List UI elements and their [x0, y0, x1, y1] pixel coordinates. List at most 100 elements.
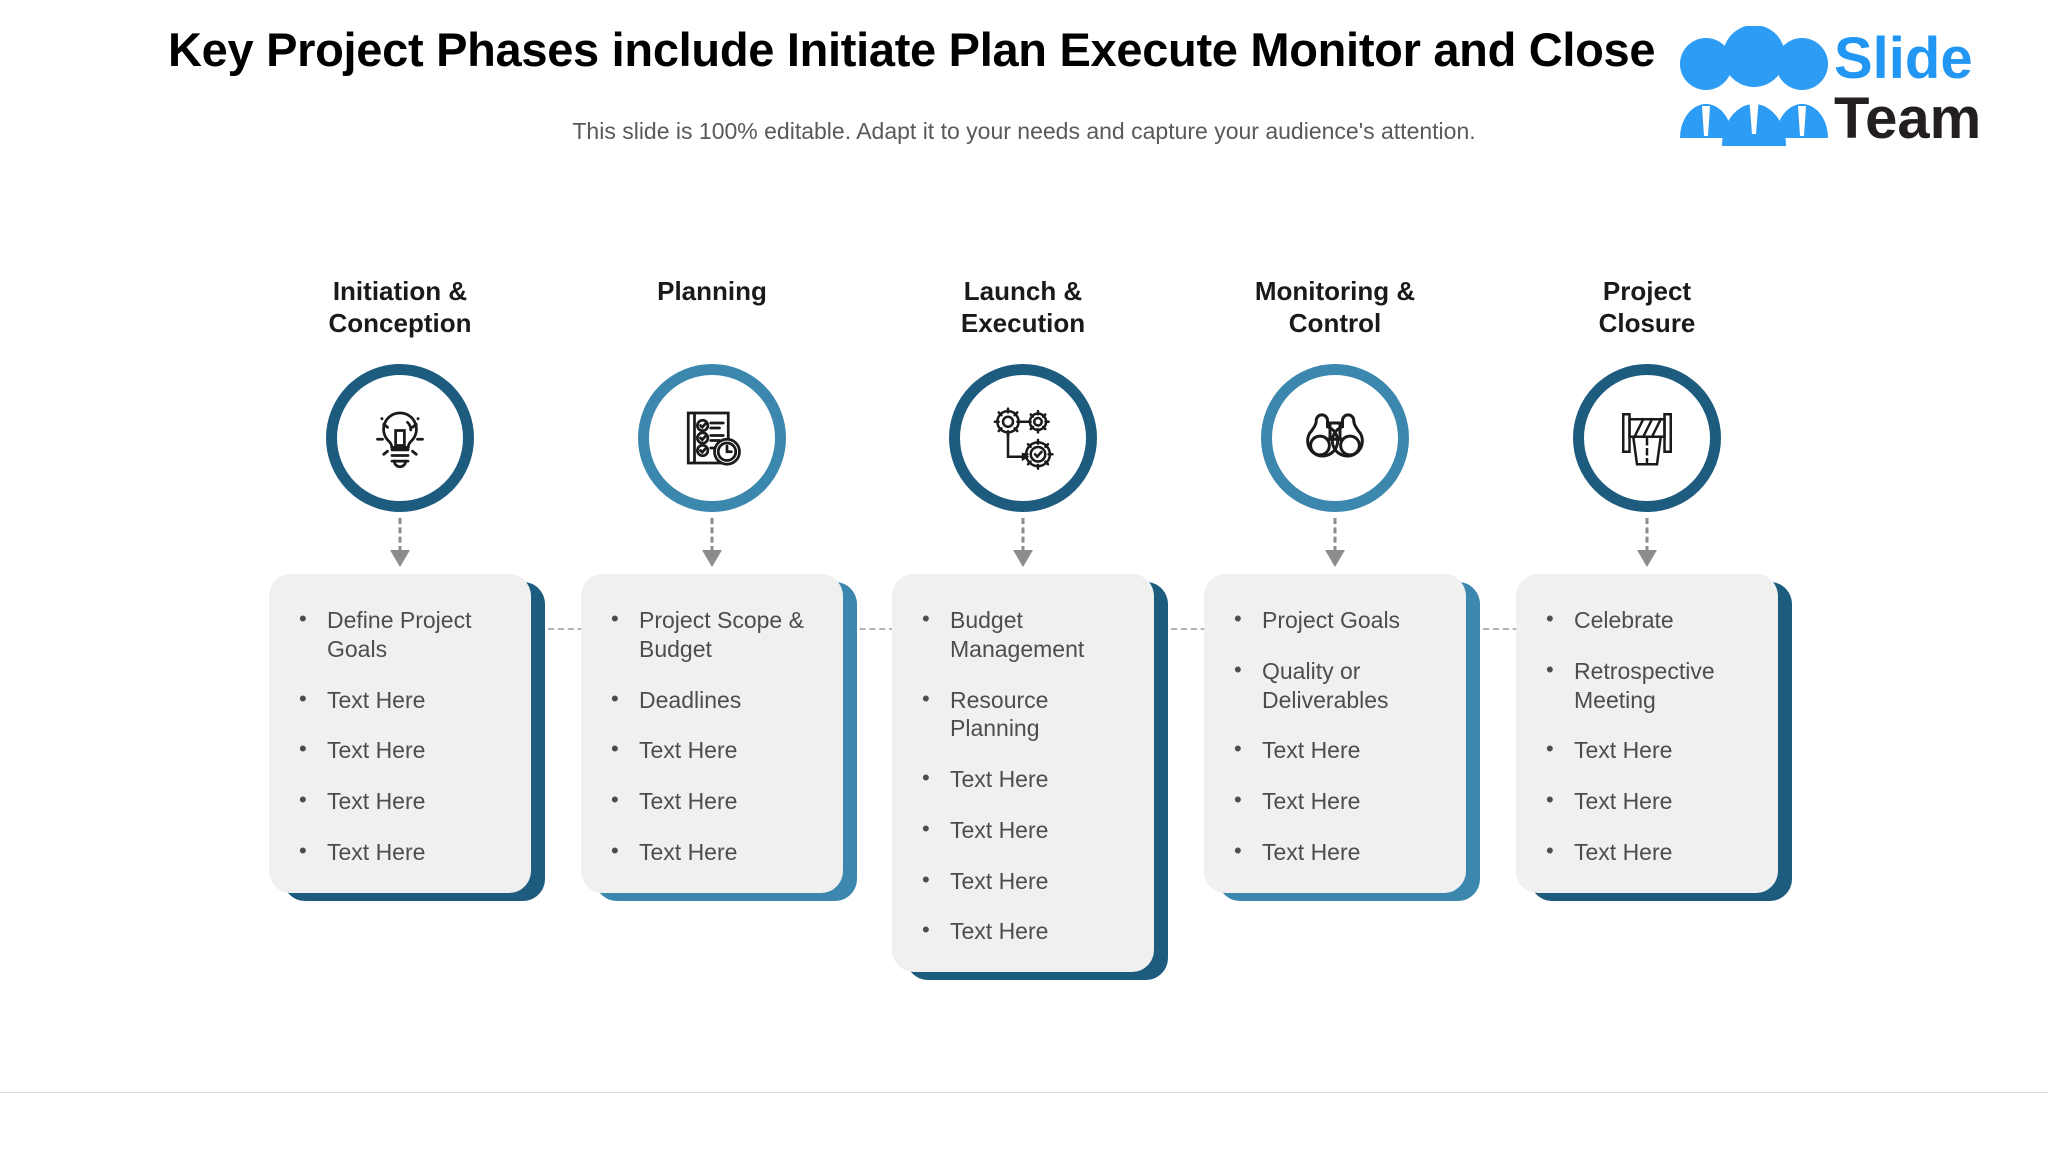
connector-line-3-4 — [1023, 628, 1335, 630]
phase-column-launch[interactable]: Launch & Execution — [873, 276, 1173, 980]
list-item: Text Here — [287, 685, 513, 715]
phase-column-initiation[interactable]: Initiation & Conception — [250, 276, 550, 901]
list-item: Budget Management — [910, 605, 1136, 664]
list-item: Deadlines — [599, 685, 825, 715]
list-item: Project Scope & Budget — [599, 605, 825, 664]
list-item: Text Here — [1222, 786, 1448, 816]
connector-line-4-5 — [1335, 628, 1647, 630]
list-item: Text Here — [910, 764, 1136, 794]
phase-icon-wrap — [250, 364, 550, 514]
phase-icon-wrap — [1497, 364, 1797, 514]
page-title: Key Project Phases include Initiate Plan… — [168, 23, 1656, 76]
phase-title-line2: Execution — [960, 307, 1086, 338]
phase-down-arrow — [250, 514, 550, 574]
phase-bullet-list: Project Goals Quality or Deliverables Te… — [1222, 605, 1448, 867]
phase-title-line1: Project — [1602, 276, 1692, 306]
phase-title-line1: Planning — [657, 276, 767, 306]
phase-card[interactable]: Project Scope & Budget Deadlines Text He… — [581, 574, 843, 893]
phase-title-line1: Initiation & — [332, 276, 468, 306]
list-item: Resource Planning — [910, 685, 1136, 744]
bottom-divider — [0, 1092, 2048, 1093]
phase-card-wrap: Project Goals Quality or Deliverables Te… — [1204, 574, 1480, 901]
phase-down-arrow — [562, 514, 862, 574]
three-people-icon — [1680, 26, 1828, 146]
gears-process-icon — [993, 407, 1054, 470]
binoculars-icon — [1306, 413, 1364, 458]
phase-title-line1: Launch & — [963, 276, 1083, 306]
arrow-stem — [710, 518, 714, 552]
phase-card[interactable]: Celebrate Retrospective Meeting Text Her… — [1516, 574, 1778, 893]
arrow-stem — [1021, 518, 1025, 552]
road-barrier-icon — [1622, 413, 1672, 466]
checklist-clock-icon — [686, 411, 741, 466]
list-item: Text Here — [910, 815, 1136, 845]
phase-title-line2: Conception — [328, 307, 472, 338]
slideteam-logo: Slide Team — [1676, 14, 2036, 160]
phase-title: Monitoring & Control — [1185, 276, 1485, 346]
list-item: Text Here — [1534, 786, 1760, 816]
phase-icon-circle[interactable] — [638, 364, 786, 512]
list-item: Text Here — [1222, 837, 1448, 867]
phase-card-wrap: Budget Management Resource Planning Text… — [892, 574, 1168, 980]
arrow-head — [702, 550, 722, 567]
phase-icon-circle[interactable] — [1261, 364, 1409, 512]
list-item: Text Here — [910, 916, 1136, 946]
phase-column-monitoring[interactable]: Monitoring & Control — [1185, 276, 1485, 901]
logo-text-slide: Slide — [1834, 26, 1973, 91]
list-item: Text Here — [599, 735, 825, 765]
list-item: Text Here — [599, 837, 825, 867]
phase-card-wrap: Celebrate Retrospective Meeting Text Her… — [1516, 574, 1792, 901]
phase-column-planning[interactable]: Planning — [562, 276, 862, 901]
arrow-head — [390, 550, 410, 567]
arrow-head — [1325, 550, 1345, 567]
phase-bullet-list: Celebrate Retrospective Meeting Text Her… — [1534, 605, 1760, 867]
phase-icon-circle[interactable] — [326, 364, 474, 512]
arrow-head — [1013, 550, 1033, 567]
logo-text-team: Team — [1834, 86, 1982, 151]
phases-row: Initiation & Conception — [0, 276, 2048, 980]
list-item: Project Goals — [1222, 605, 1448, 635]
phase-icon-wrap — [873, 364, 1173, 514]
phase-title-line1: Monitoring & — [1254, 276, 1416, 306]
connector-line-1-2 — [400, 628, 712, 630]
list-item: Text Here — [287, 837, 513, 867]
phase-card-wrap: Define Project Goals Text Here Text Here… — [269, 574, 545, 901]
arrow-head — [1637, 550, 1657, 567]
phase-bullet-list: Budget Management Resource Planning Text… — [910, 605, 1136, 946]
phase-card[interactable]: Project Goals Quality or Deliverables Te… — [1204, 574, 1466, 893]
phase-title: Initiation & Conception — [250, 276, 550, 346]
phase-column-closure[interactable]: Project Closure — [1497, 276, 1797, 901]
list-item: Define Project Goals — [287, 605, 513, 664]
arrow-stem — [1333, 518, 1337, 552]
phase-icon-circle[interactable] — [1573, 364, 1721, 512]
phase-card[interactable]: Define Project Goals Text Here Text Here… — [269, 574, 531, 893]
phase-down-arrow — [1497, 514, 1797, 574]
phase-title: Planning — [562, 276, 862, 346]
page-subtitle: This slide is 100% editable. Adapt it to… — [572, 118, 1476, 144]
phase-card[interactable]: Budget Management Resource Planning Text… — [892, 574, 1154, 972]
phase-title-line2: Control — [1288, 307, 1382, 338]
list-item: Text Here — [1534, 735, 1760, 765]
list-item: Text Here — [910, 866, 1136, 896]
phase-card-wrap: Project Scope & Budget Deadlines Text He… — [581, 574, 857, 901]
list-item: Retrospective Meeting — [1534, 656, 1760, 715]
list-item: Quality or Deliverables — [1222, 656, 1448, 715]
phase-title-line2: Closure — [1598, 307, 1696, 338]
phase-icon-wrap — [1185, 364, 1485, 514]
phase-bullet-list: Project Scope & Budget Deadlines Text He… — [599, 605, 825, 867]
list-item: Text Here — [599, 786, 825, 816]
list-item: Text Here — [287, 735, 513, 765]
lightbulb-icon — [376, 411, 424, 469]
phase-title: Launch & Execution — [873, 276, 1173, 346]
phase-icon-circle[interactable] — [949, 364, 1097, 512]
phase-down-arrow — [1185, 514, 1485, 574]
phase-down-arrow — [873, 514, 1173, 574]
list-item: Text Here — [287, 786, 513, 816]
phase-bullet-list: Define Project Goals Text Here Text Here… — [287, 605, 513, 867]
arrow-stem — [1645, 518, 1649, 552]
connector-line-2-3 — [712, 628, 1023, 630]
arrow-stem — [398, 518, 402, 552]
list-item: Text Here — [1534, 837, 1760, 867]
phase-title: Project Closure — [1497, 276, 1797, 346]
